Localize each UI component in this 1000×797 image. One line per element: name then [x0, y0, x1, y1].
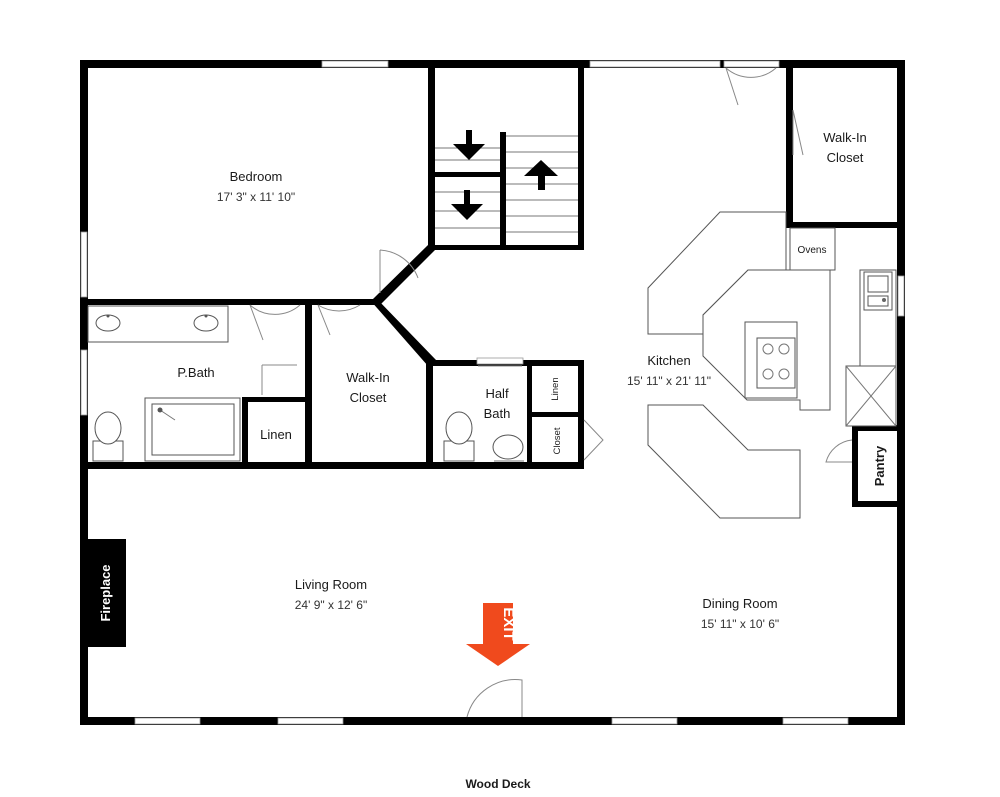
fireplace: Fireplace — [86, 539, 126, 647]
room-labels: Bedroom 17' 3" x 11' 10" Kitchen 15' 11"… — [177, 130, 887, 791]
doors — [249, 67, 853, 718]
stairs — [435, 130, 578, 233]
interior-walls — [80, 60, 905, 507]
ovens-label: Ovens — [798, 245, 827, 256]
kitchen-dims: 15' 11" x 21' 11" — [627, 374, 711, 388]
exit-label: EXIT — [500, 607, 517, 640]
dining-room-dims: 15' 11" x 10' 6" — [701, 617, 779, 631]
toilet-icon — [443, 411, 475, 462]
exit-arrow-icon: EXIT — [466, 603, 530, 666]
half-bath-line1: Half — [485, 386, 509, 401]
kitchen-name: Kitchen — [647, 353, 690, 368]
fireplace-label: Fireplace — [98, 564, 113, 621]
living-room-dims: 24' 9" x 12' 6" — [295, 598, 367, 612]
stair-arrow-down-icon — [453, 130, 485, 160]
pantry-label: Pantry — [872, 445, 887, 486]
walkin-closet-1-line1: Walk-In — [346, 370, 390, 385]
linen-label: Linen — [260, 427, 292, 442]
linen-label: Linen — [550, 377, 561, 400]
bedroom-dims: 17' 3" x 11' 10" — [217, 190, 295, 204]
bedroom-name: Bedroom — [230, 169, 283, 184]
pbath-name: P.Bath — [177, 365, 214, 380]
walkin-closet-1-line2: Closet — [350, 390, 387, 405]
toilet-icon — [92, 411, 124, 462]
stair-arrow-down-icon — [451, 190, 483, 220]
stair-arrow-up-icon — [524, 160, 558, 190]
sink-icon — [492, 434, 524, 462]
cooktop-icon — [744, 321, 798, 399]
walkin-closet-2-line1: Walk-In — [823, 130, 867, 145]
wood-deck-label: Wood Deck — [465, 777, 530, 791]
shower-icon — [144, 397, 241, 462]
walkin-closet-2-line2: Closet — [827, 150, 864, 165]
exterior-walls — [80, 60, 905, 725]
living-room-name: Living Room — [295, 577, 367, 592]
sink-icon — [87, 305, 229, 343]
half-bath-line2: Bath — [484, 406, 511, 421]
dining-room-name: Dining Room — [702, 596, 777, 611]
closet-label: Closet — [552, 427, 563, 454]
